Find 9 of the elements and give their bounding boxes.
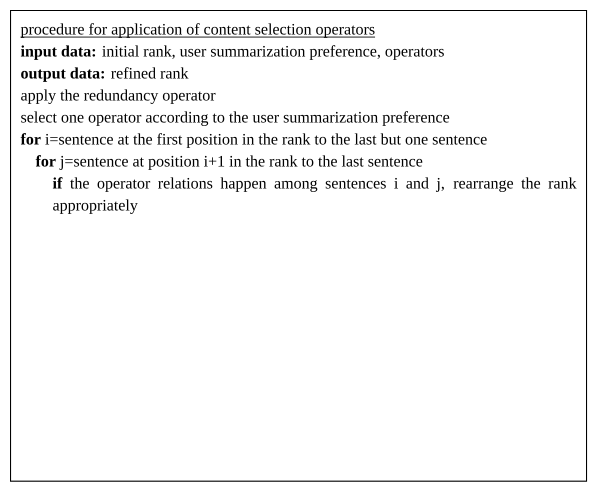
step-text: apply the redundancy operator <box>21 89 216 104</box>
step-text: for i=sentence at the first position in the rank to the last but one sentence <box>20 133 487 148</box>
algorithm-box <box>10 10 588 482</box>
heading-text: procedure for application of content selection operators <box>20 23 376 38</box>
step-text: output data: refined rank <box>21 67 188 82</box>
step-text: input data: initial rank, user summarization preference, operators <box>20 45 444 60</box>
step-text: select one operator according to the user summarization preference <box>21 111 450 126</box>
step-text: for j=sentence at position i+1 in the rank to the last sentence <box>36 155 422 170</box>
step-text: if the operator relations happen among sentences i and j, rearrange the rank appropriately <box>52 177 577 214</box>
